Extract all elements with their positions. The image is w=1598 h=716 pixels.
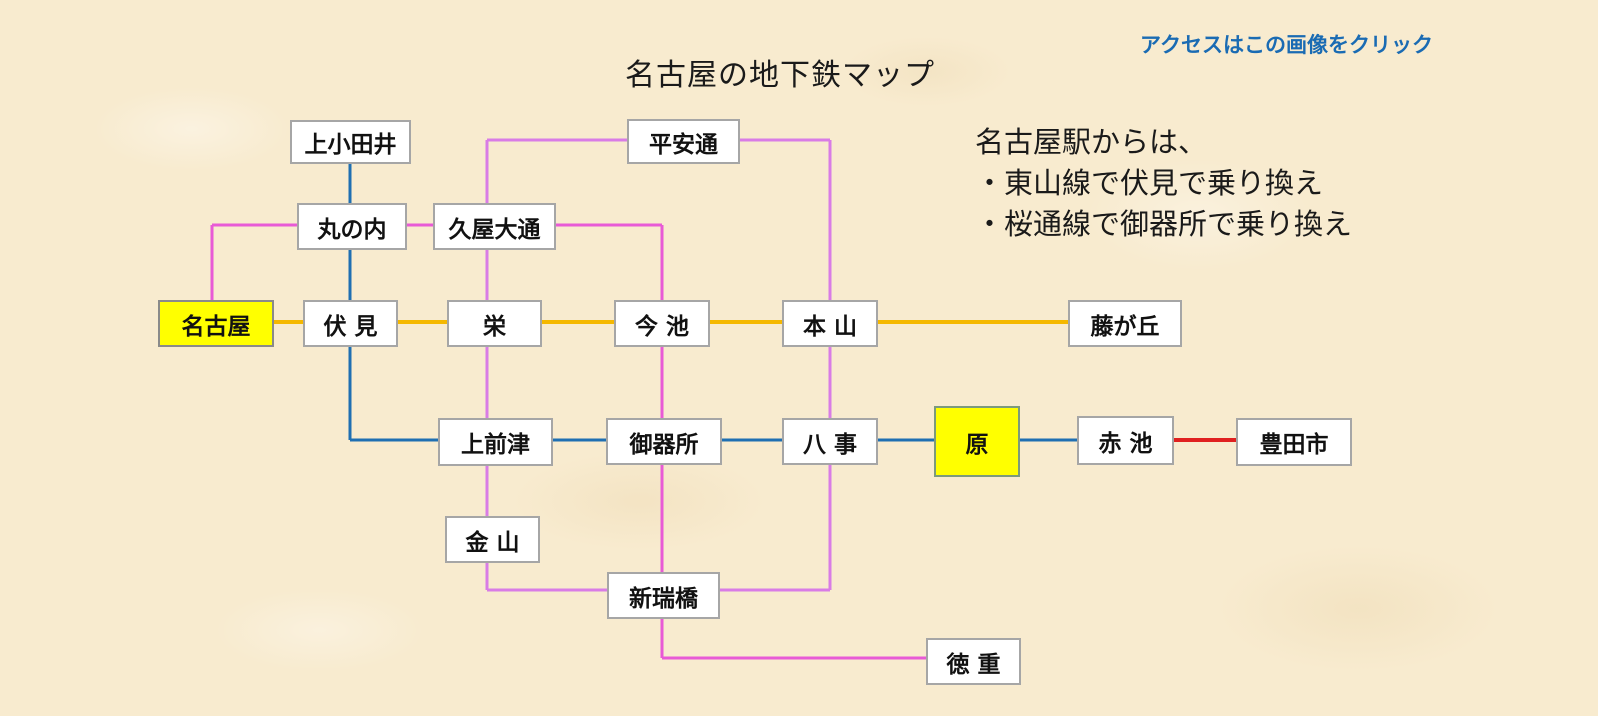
station-hara[interactable]: 原: [934, 406, 1020, 477]
map-title: 名古屋の地下鉄マップ: [625, 58, 935, 93]
access-link[interactable]: アクセスはこの画像をクリック: [1140, 33, 1433, 57]
station-sakae[interactable]: 栄: [447, 300, 542, 347]
station-gokiso[interactable]: 御器所: [606, 418, 722, 465]
station-hisayaodori[interactable]: 久屋大通: [433, 203, 556, 250]
station-kamiotai[interactable]: 上小田井: [290, 120, 411, 164]
station-yagoto[interactable]: 八 事: [782, 418, 878, 465]
station-kanayama[interactable]: 金 山: [445, 516, 540, 563]
station-motoyama[interactable]: 本 山: [782, 300, 878, 347]
station-fujigaoka[interactable]: 藤が丘: [1068, 300, 1182, 347]
station-fushimi[interactable]: 伏 見: [303, 300, 398, 347]
station-heian-dori[interactable]: 平安通: [627, 119, 740, 164]
station-tokushige[interactable]: 徳 重: [926, 638, 1021, 685]
station-marunouchi[interactable]: 丸の内: [297, 203, 407, 250]
station-toyotashi[interactable]: 豊田市: [1236, 418, 1352, 466]
station-kamimaezu[interactable]: 上前津: [438, 418, 553, 466]
station-nagoya[interactable]: 名古屋: [158, 300, 274, 347]
station-akaike[interactable]: 赤 池: [1077, 416, 1174, 465]
transfer-note-line: ・桜通線で御器所で乗り換え: [975, 207, 1353, 241]
station-aratamabashi[interactable]: 新瑞橋: [607, 572, 720, 619]
transfer-note-line: 名古屋駅からは、: [975, 125, 1208, 159]
station-imaike[interactable]: 今 池: [614, 300, 710, 347]
transfer-note: 名古屋駅からは、 ・東山線で伏見で乗り換え ・桜通線で御器所で乗り換え: [975, 122, 1352, 245]
transfer-note-line: ・東山線で伏見で乗り換え: [975, 166, 1324, 200]
